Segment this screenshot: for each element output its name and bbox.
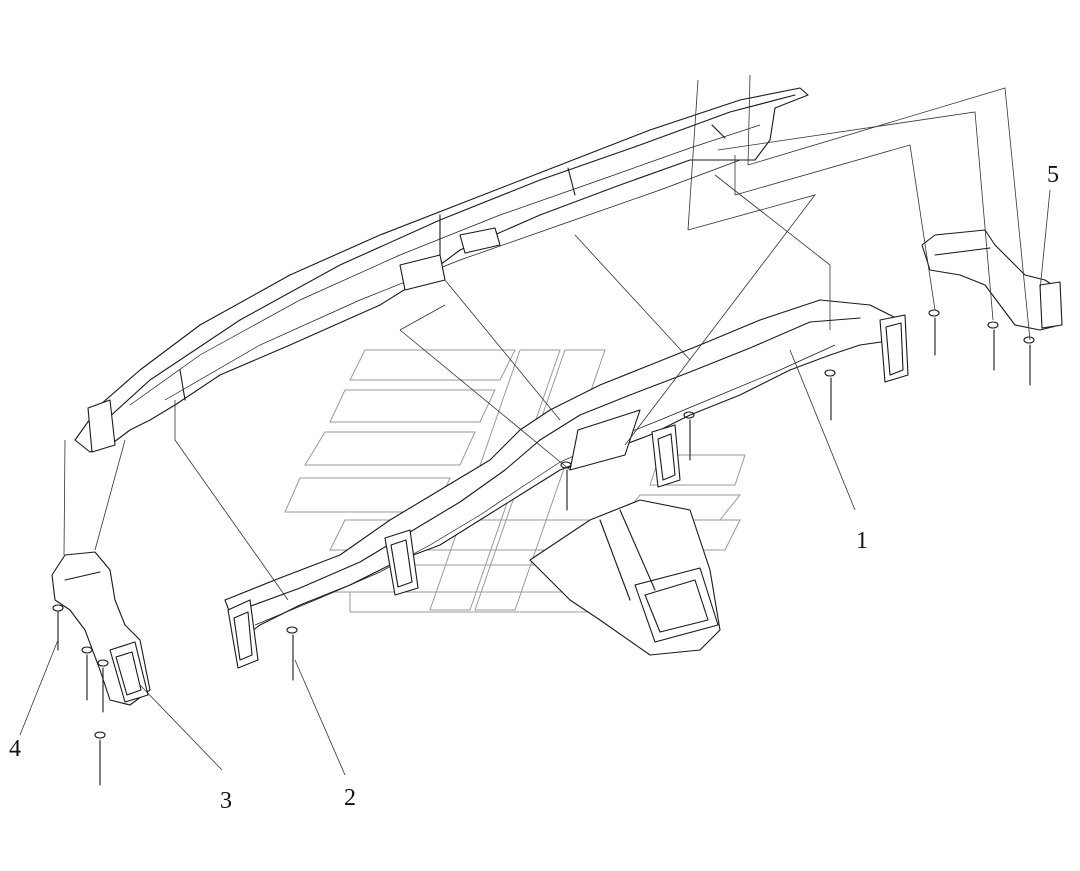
callout-4: 4 (9, 736, 21, 762)
upper-dash-panel (74, 87, 809, 453)
callout-2: 2 (344, 785, 356, 811)
screws (52, 309, 1035, 786)
callout-1: 1 (856, 528, 868, 554)
main-air-duct (224, 299, 909, 669)
left-side-duct (51, 551, 151, 706)
callout-3: 3 (220, 788, 232, 814)
right-side-duct (921, 229, 1063, 331)
callout-leaders (19, 189, 1051, 776)
assembly-guide-lines (63, 74, 1031, 601)
callout-5: 5 (1047, 162, 1059, 188)
